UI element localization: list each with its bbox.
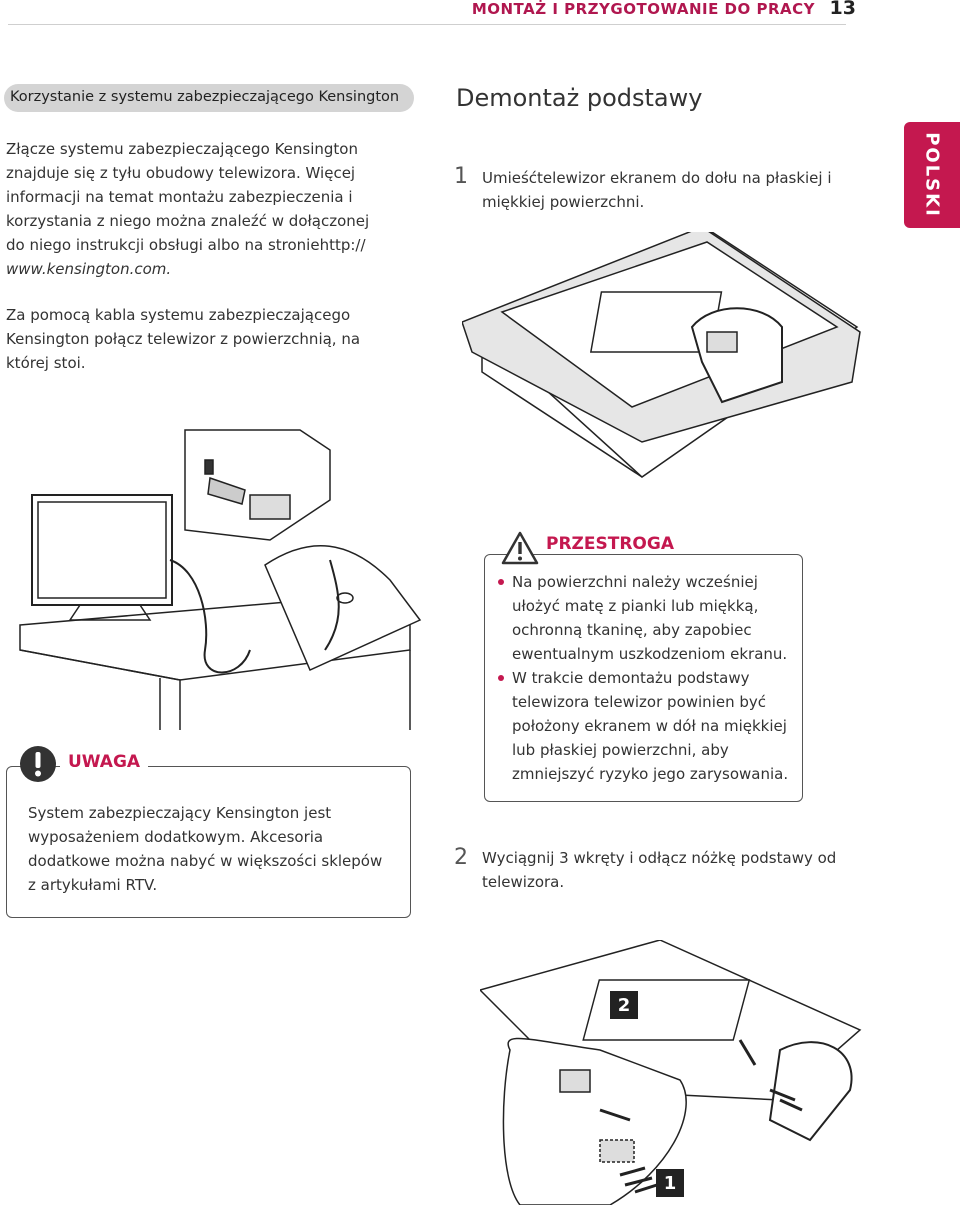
warning-triangle-icon bbox=[501, 531, 539, 565]
kensington-illustration bbox=[19, 429, 422, 730]
kensington-info-paragraph: Złącze systemu zabezpieczającego Kensing… bbox=[6, 137, 406, 281]
section-title: MONTAŻ I PRZYGOTOWANIE DO PRACY bbox=[471, 0, 815, 18]
step-1-text: Umieśćtelewizor ekranem do dołu na płask… bbox=[482, 169, 832, 211]
callout-label-2: 2 bbox=[618, 995, 631, 1016]
language-tab-label: POLSKI bbox=[921, 132, 943, 218]
list-item: W trakcie demontażu podstawy telewizora … bbox=[496, 666, 806, 786]
uwaga-note-box bbox=[6, 766, 411, 918]
para-line: informacji na temat montażu zabezpieczen… bbox=[6, 188, 353, 206]
language-tab: POLSKI bbox=[904, 122, 960, 228]
screw-removal-illustration: 2 1 bbox=[480, 940, 862, 1205]
uwaga-label: UWAGA bbox=[60, 752, 149, 772]
para-line: do niego instrukcji obsługi albo na stro… bbox=[6, 236, 366, 254]
para-line: Złącze systemu zabezpieczającego Kensing… bbox=[6, 140, 358, 158]
kensington-cable-paragraph: Za pomocą kabla systemu zabezpieczająceg… bbox=[6, 306, 361, 372]
kensington-section-title: Korzystanie z systemu zabezpieczającego … bbox=[4, 84, 414, 112]
para-line: znajduje się z tyłu obudowy telewizora. … bbox=[6, 164, 356, 182]
header-divider bbox=[8, 24, 846, 25]
callout-label-1: 1 bbox=[664, 1173, 677, 1194]
step-number: 1 bbox=[454, 164, 468, 189]
step-2-text: Wyciągnij 3 wkręty i odłącz nóżkę podsta… bbox=[482, 849, 837, 891]
kensington-url: www.kensington.com. bbox=[6, 260, 172, 278]
page-number: 13 bbox=[829, 0, 856, 19]
list-item: Na powierzchni należy wcześniej ułożyć m… bbox=[496, 570, 806, 666]
exclamation-circle-icon bbox=[20, 746, 56, 782]
tv-facedown-illustration bbox=[462, 232, 861, 478]
przestroga-label: PRZESTROGA bbox=[538, 534, 682, 554]
przestroga-list: Na powierzchni należy wcześniej ułożyć m… bbox=[496, 570, 806, 786]
uwaga-text: System zabezpieczający Kensington jest w… bbox=[28, 804, 383, 894]
przestroga-caution-box bbox=[484, 554, 803, 802]
para-line: korzystania z niego można znaleźć w dołą… bbox=[6, 212, 370, 230]
kensington-section-title-text: Korzystanie z systemu zabezpieczającego … bbox=[10, 89, 400, 105]
step-number: 2 bbox=[454, 845, 468, 870]
stand-removal-heading: Demontaż podstawy bbox=[456, 84, 703, 112]
